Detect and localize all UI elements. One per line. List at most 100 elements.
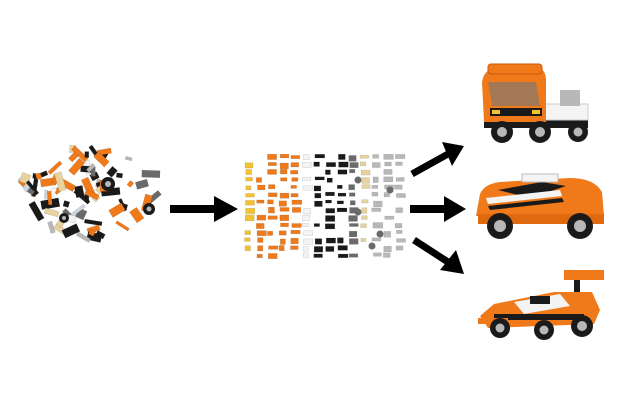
brick bbox=[268, 192, 278, 198]
brick bbox=[28, 200, 45, 222]
brick bbox=[313, 161, 320, 167]
brick bbox=[336, 207, 348, 213]
brick bbox=[115, 220, 130, 232]
brick bbox=[313, 246, 324, 253]
brick bbox=[371, 207, 381, 212]
race-car-model-photo bbox=[478, 270, 604, 340]
brick bbox=[245, 169, 252, 175]
brick bbox=[280, 177, 288, 182]
wheel-icon bbox=[490, 315, 593, 340]
wheel-icon bbox=[59, 177, 155, 223]
brick bbox=[302, 214, 310, 222]
sports-car-model-photo bbox=[476, 173, 604, 239]
brick bbox=[124, 155, 133, 162]
brick bbox=[384, 215, 395, 220]
arrow-down-right-icon bbox=[412, 237, 464, 274]
brick bbox=[303, 208, 311, 215]
brick bbox=[268, 206, 275, 214]
brick bbox=[337, 192, 347, 197]
brick bbox=[26, 187, 36, 196]
brick bbox=[350, 200, 356, 206]
brick bbox=[383, 192, 390, 198]
brick bbox=[394, 223, 403, 229]
brick bbox=[268, 245, 279, 250]
brick bbox=[75, 231, 91, 243]
brick bbox=[115, 172, 124, 179]
brick bbox=[280, 238, 286, 245]
brick bbox=[256, 230, 267, 237]
brick bbox=[35, 172, 43, 181]
brick bbox=[256, 177, 262, 183]
brick bbox=[325, 237, 336, 244]
brick bbox=[53, 171, 67, 192]
brick bbox=[395, 154, 406, 159]
brick bbox=[279, 153, 290, 159]
brick bbox=[267, 199, 274, 205]
brick bbox=[373, 200, 383, 208]
brick bbox=[325, 199, 332, 204]
brick bbox=[371, 237, 382, 242]
brick bbox=[134, 178, 150, 190]
brick bbox=[62, 200, 71, 208]
brick bbox=[290, 237, 299, 245]
brick bbox=[108, 202, 126, 218]
brick bbox=[359, 161, 367, 166]
brick bbox=[301, 162, 312, 168]
arrow-right-icon bbox=[410, 196, 466, 222]
brick bbox=[372, 154, 379, 159]
brick bbox=[256, 253, 263, 259]
brick bbox=[348, 253, 359, 258]
brick bbox=[278, 200, 287, 207]
brick bbox=[383, 245, 392, 253]
round-part bbox=[354, 176, 362, 184]
brick bbox=[361, 184, 371, 189]
round-part bbox=[386, 186, 394, 194]
brick bbox=[395, 245, 404, 251]
brick bbox=[267, 253, 278, 259]
brick bbox=[396, 193, 406, 198]
brick bbox=[126, 180, 135, 188]
brick bbox=[360, 237, 367, 243]
brick bbox=[384, 161, 392, 167]
brick bbox=[313, 223, 320, 227]
brick bbox=[337, 237, 344, 244]
brick bbox=[383, 231, 392, 238]
brick bbox=[314, 193, 322, 199]
brick bbox=[280, 222, 289, 228]
brick bbox=[268, 184, 276, 190]
brick bbox=[278, 245, 285, 252]
brick bbox=[371, 162, 381, 168]
brick bbox=[394, 184, 403, 190]
brick bbox=[244, 214, 255, 222]
brick bbox=[361, 199, 369, 204]
brick bbox=[372, 176, 379, 183]
brick bbox=[280, 168, 288, 175]
brick bbox=[245, 193, 255, 198]
brick bbox=[337, 184, 343, 189]
brick bbox=[291, 207, 302, 213]
brick bbox=[302, 176, 311, 181]
brick bbox=[279, 207, 290, 212]
brick bbox=[325, 246, 335, 252]
round-part bbox=[376, 230, 384, 238]
brick bbox=[338, 153, 346, 160]
brick bbox=[73, 189, 91, 205]
brick bbox=[244, 230, 251, 235]
brick bbox=[245, 200, 255, 206]
brick bbox=[84, 151, 90, 158]
brick bbox=[290, 229, 301, 235]
brick bbox=[256, 223, 265, 229]
brick bbox=[256, 214, 267, 221]
brick bbox=[314, 200, 323, 207]
brick bbox=[88, 228, 96, 237]
brick bbox=[348, 184, 355, 191]
brick bbox=[361, 169, 371, 176]
brick bbox=[303, 230, 314, 236]
brick bbox=[279, 192, 290, 199]
brick bbox=[47, 160, 63, 175]
loose-bricks-photo bbox=[17, 144, 162, 243]
brick bbox=[290, 155, 301, 159]
brick bbox=[325, 208, 336, 214]
brick bbox=[278, 230, 287, 236]
